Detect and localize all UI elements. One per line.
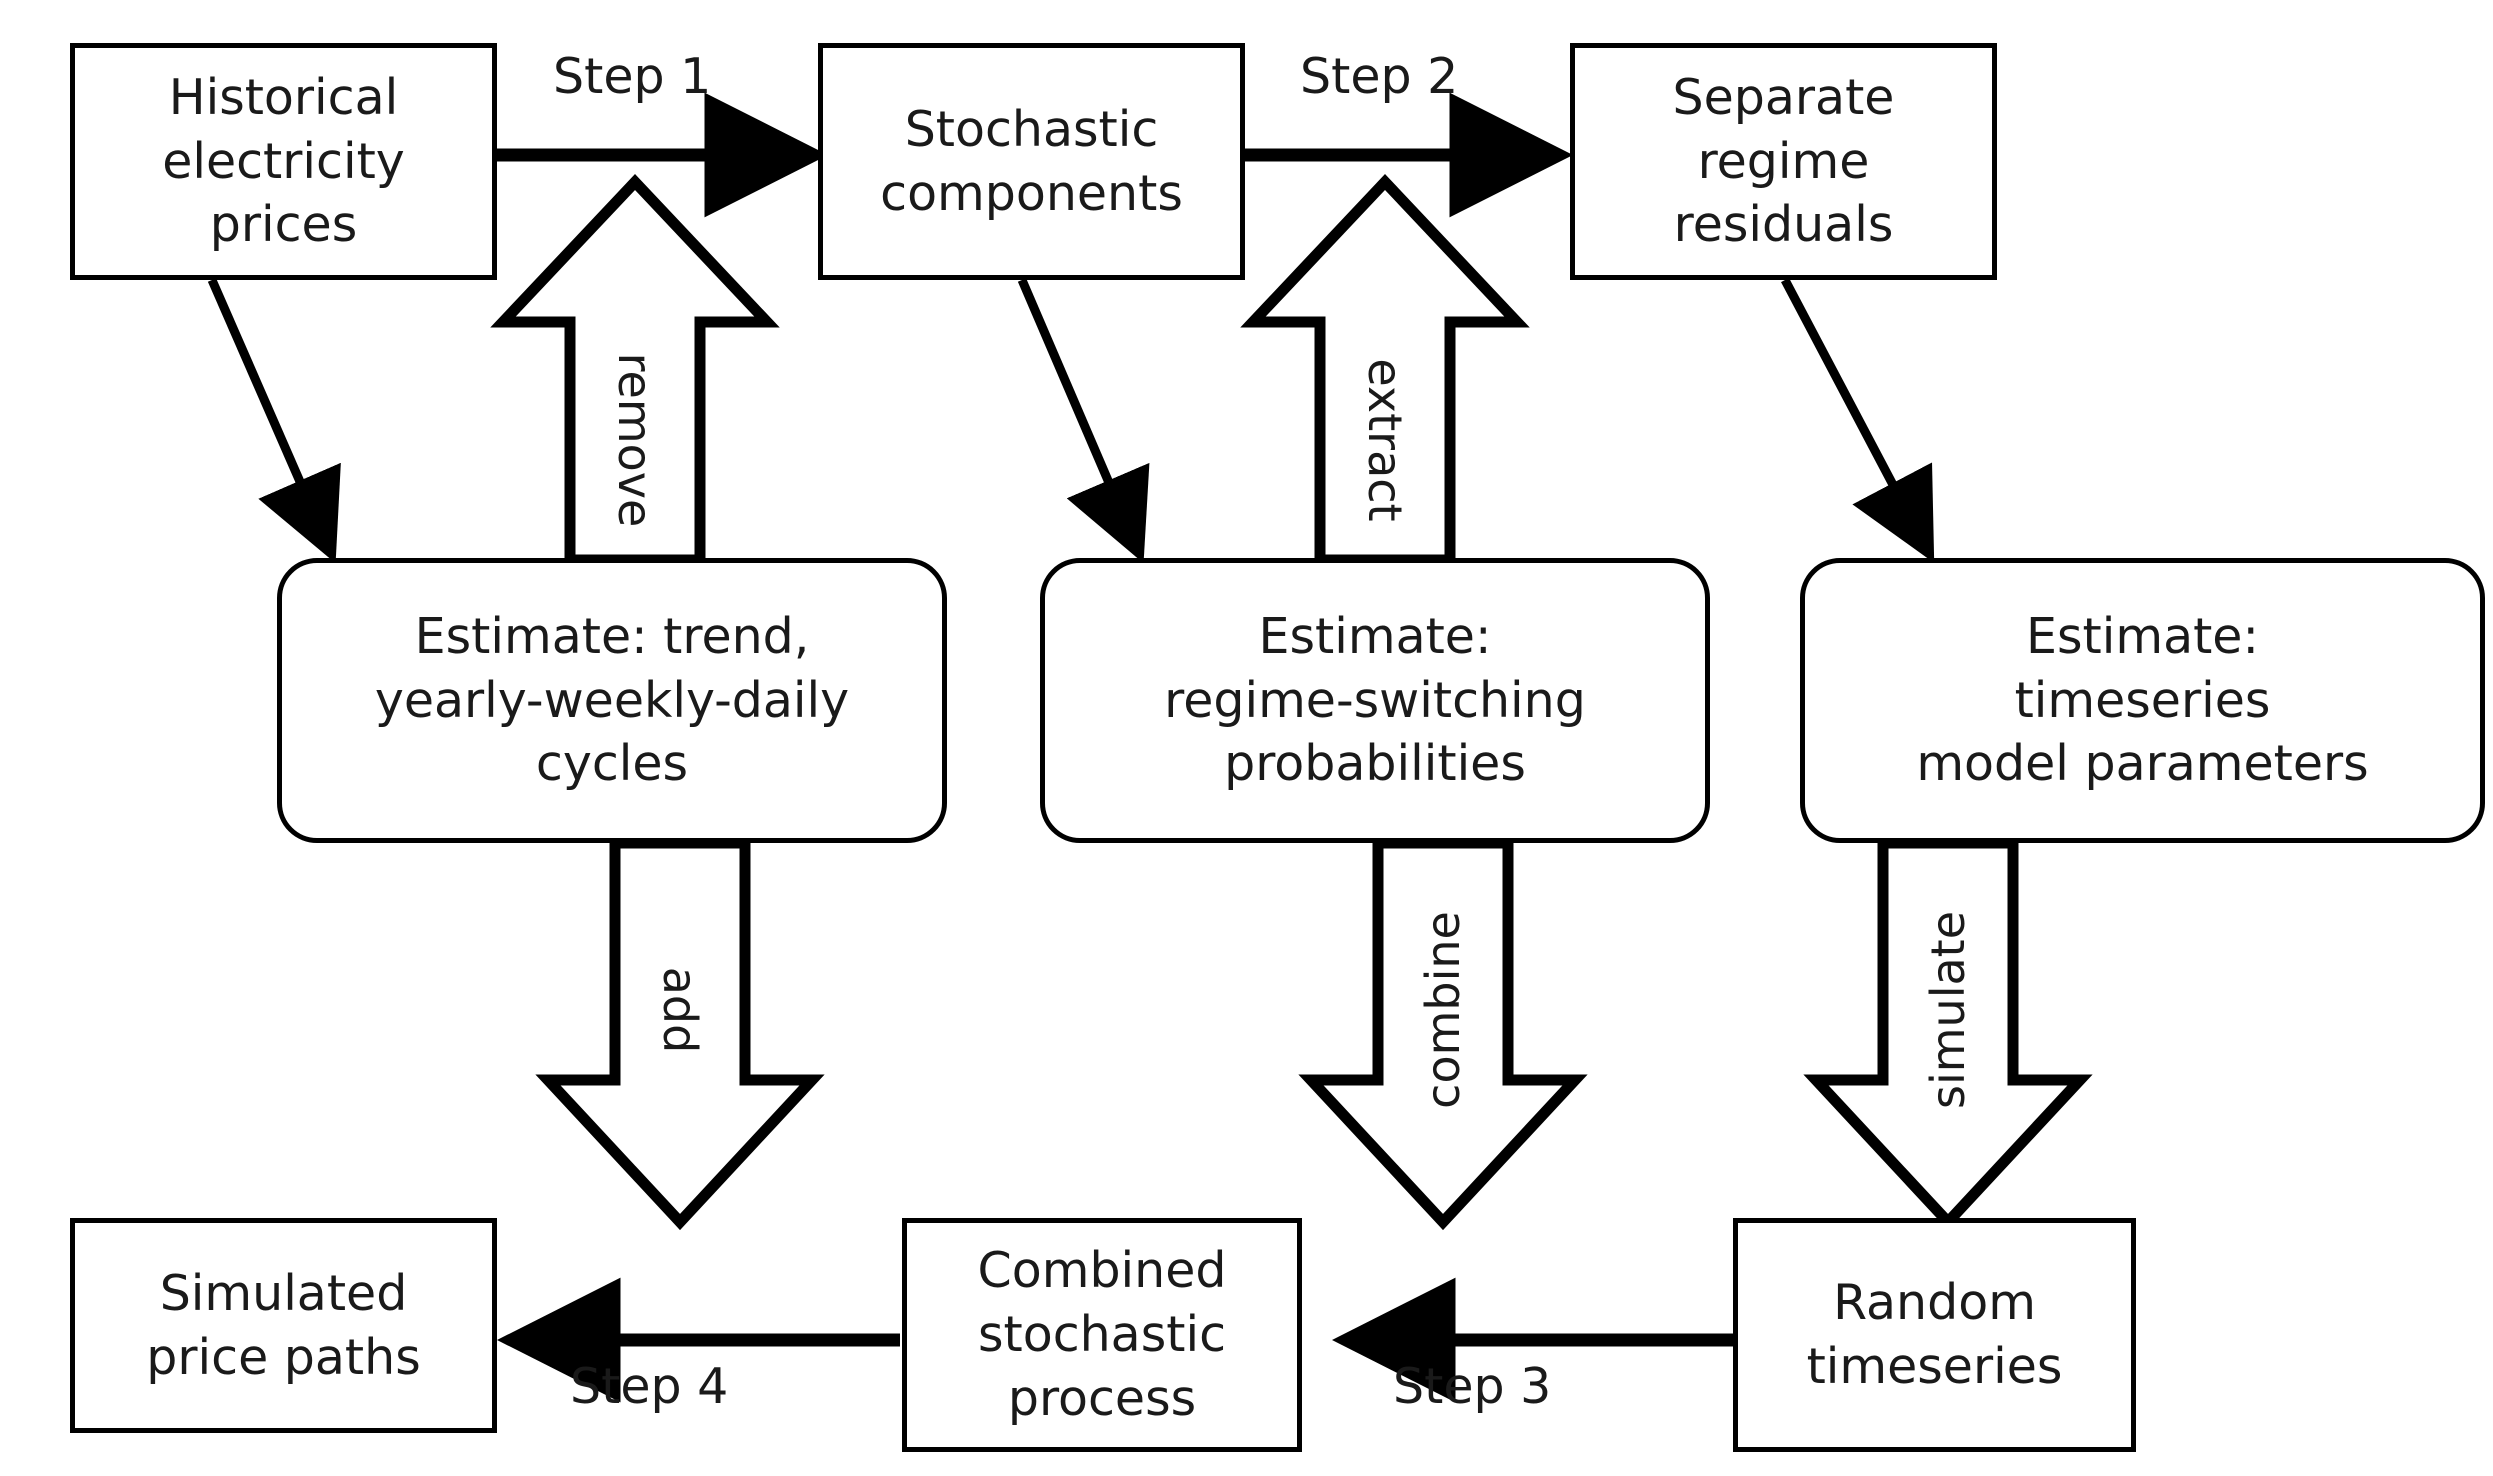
step-1-label: Step 1 — [553, 48, 712, 105]
connector-prices-to-cycles — [207, 278, 341, 564]
node-estimate-parameters[interactable]: Estimate: timeseries model parameters — [1800, 558, 2485, 843]
node-simulated-paths-label: Simulated price paths — [146, 1264, 421, 1386]
node-combined-process-label: Combined stochastic process — [977, 1242, 1227, 1427]
node-estimate-probabilities[interactable]: Estimate: regime-switching probabilities — [1040, 558, 1710, 843]
block-arrow-combine-label: combine — [1416, 911, 1470, 1109]
step-3-label: Step 3 — [1393, 1358, 1552, 1415]
block-arrow-add-label: add — [653, 966, 707, 1054]
connector-residuals-to-params — [1781, 277, 1935, 563]
node-combined-process[interactable]: Combined stochastic process — [902, 1218, 1302, 1452]
block-arrow-simulate-label: simulate — [1921, 910, 1975, 1110]
node-regime-residuals-label: Separate regime residuals — [1672, 68, 1895, 254]
block-arrow-remove-label: remove — [608, 352, 662, 528]
node-estimate-cycles[interactable]: Estimate: trend, yearly-weekly-daily cyc… — [277, 558, 947, 843]
node-simulated-paths[interactable]: Simulated price paths — [70, 1218, 497, 1433]
block-arrow-extract-label: extract — [1358, 358, 1412, 522]
node-historical-prices[interactable]: Historical electricity prices — [70, 43, 497, 280]
node-estimate-cycles-label: Estimate: trend, yearly-weekly-daily cyc… — [374, 607, 850, 793]
node-estimate-probabilities-label: Estimate: regime-switching probabilities — [1164, 607, 1586, 793]
connector-components-to-probs — [1017, 278, 1150, 564]
step-2-label: Step 2 — [1300, 48, 1459, 105]
step-4-label: Step 4 — [570, 1358, 729, 1415]
node-historical-prices-label: Historical electricity prices — [162, 68, 405, 254]
node-random-timeseries-label: Random timeseries — [1806, 1274, 2063, 1395]
node-random-timeseries[interactable]: Random timeseries — [1733, 1218, 2136, 1452]
node-regime-residuals[interactable]: Separate regime residuals — [1570, 43, 1997, 280]
node-stochastic-components[interactable]: Stochastic components — [818, 43, 1245, 280]
node-estimate-parameters-label: Estimate: timeseries model parameters — [1916, 607, 2369, 793]
node-stochastic-components-label: Stochastic components — [880, 100, 1183, 222]
